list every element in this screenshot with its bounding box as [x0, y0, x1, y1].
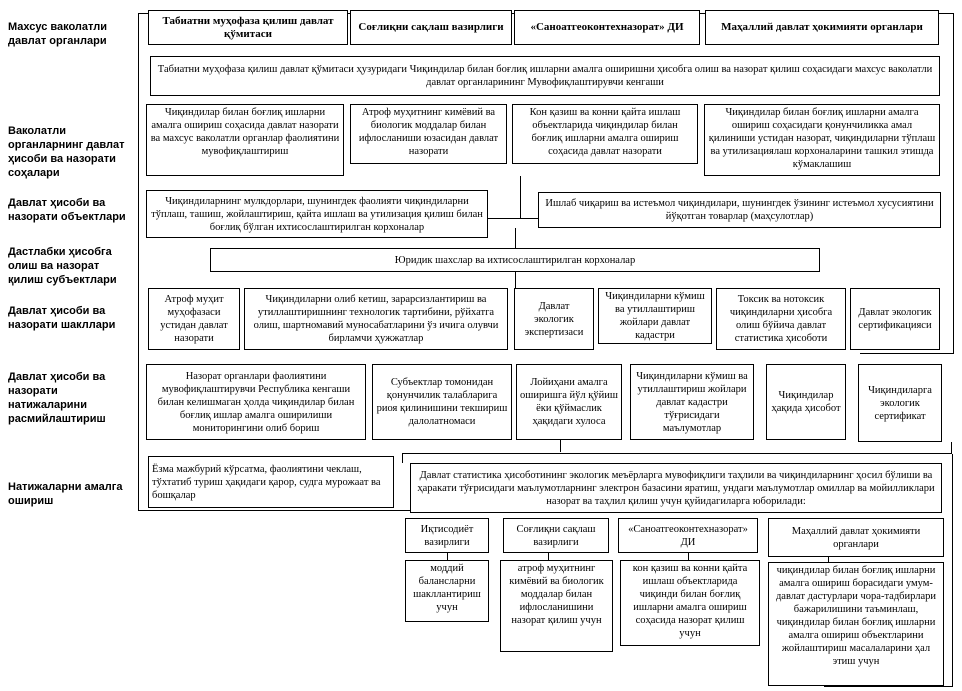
- coordinating-council-box: Табиатни муҳофаза қилиш давлат қўмитаси …: [150, 56, 940, 96]
- row-label-control-objects: Давлат ҳисоби ва назорати объектлари: [8, 197, 126, 223]
- form-box-waste-cadastre: Чиқиндиларни кўмиш ва утиллаштириш жойла…: [598, 288, 712, 344]
- row-label-results-implementation: Натижаларни амалга ошириш: [8, 481, 123, 507]
- purpose-box-pollution-control: атроф муҳитнинг кимёвий ва биологик модд…: [500, 560, 613, 652]
- connector-line: [951, 442, 952, 454]
- connector-line: [953, 13, 954, 353]
- row-label-control-forms: Давлат ҳисоби ва назорати шакллари: [8, 305, 116, 331]
- connector-line: [520, 176, 521, 218]
- recipient-box-health-ministry: Соғлиқни сақлаш вазирлиги: [503, 518, 609, 553]
- object-box-waste-owners: Чиқиндиларнинг мулкдорлари, шунингдек фа…: [146, 190, 488, 238]
- form-box-ecological-certification: Давлат экологик сертификацияси: [850, 288, 940, 350]
- sphere-box-coordination: Чиқиндилар билан боғлиқ ишларни амалга о…: [146, 104, 344, 176]
- row-label-special-agencies: Махсус ваколатли давлат органлари: [8, 21, 108, 47]
- connector-line: [860, 353, 954, 354]
- subjects-box: Юридик шахслар ва ихтисослаштирилган кор…: [210, 248, 820, 272]
- document-box-monitoring: Назорат органлари фаолиятини мувофиқлашт…: [146, 364, 366, 440]
- connector-line: [548, 553, 549, 560]
- enforcement-measures-box: Ёзма мажбурий кўрсатма, фаолиятини чекла…: [148, 456, 394, 508]
- connector-line: [138, 13, 139, 511]
- recipient-box-industry-inspection: «Саноатгеоконтехназорат» ДИ: [618, 518, 758, 553]
- document-box-inspection-act: Субъектлар томонидан қонунчилик талаблар…: [372, 364, 512, 440]
- sphere-box-chemical-pollution: Атроф муҳитнинг кимёвий ва биологик модд…: [350, 104, 507, 164]
- form-box-state-control: Атроф муҳит муҳофазаси устидан давлат на…: [148, 288, 240, 350]
- connector-line: [138, 510, 410, 511]
- form-box-ecological-expertise: Давлат экологик экспертизаси: [514, 288, 594, 350]
- sphere-box-mining-waste: Кон қазиш ва конни қайта ишлаш объектлар…: [512, 104, 698, 164]
- purpose-box-material-balances: моддий балансларни шакллантириш учун: [405, 560, 489, 622]
- recipient-box-economy-ministry: Иқтисодиёт вазирлиги: [405, 518, 489, 553]
- agency-box-health-ministry: Соғлиқни сақлаш вазирлиги: [350, 10, 512, 45]
- connector-line: [688, 553, 689, 560]
- row-label-subjects: Дастлабки ҳисобга олиш ва назорат қилиш …: [8, 246, 117, 286]
- connector-line: [824, 686, 953, 687]
- connector-line: [515, 272, 516, 288]
- document-box-waste-report: Чиқиндилар ҳақида ҳисобот: [766, 364, 846, 440]
- agency-box-local-government: Маҳаллий давлат ҳокимияти органлари: [705, 10, 939, 45]
- connector-line: [488, 218, 538, 219]
- connector-line: [402, 453, 952, 454]
- form-box-statistics-report: Токсик ва нотоксик чиқиндиларни ҳисобга …: [716, 288, 846, 350]
- agency-box-nature-committee: Табиатни муҳофаза қилиш давлат қўмитаси: [148, 10, 348, 45]
- document-box-waste-certificate: Чиқиндиларга экологик сертификат: [858, 364, 942, 442]
- agency-box-industry-inspection: «Саноатгеоконтехназорат» ДИ: [514, 10, 700, 45]
- connector-line: [952, 454, 953, 686]
- connector-line: [560, 440, 561, 452]
- document-box-cadastre-data: Чиқиндиларни кўмиш ва утиллаштириш жойла…: [630, 364, 754, 440]
- sphere-box-legislation-compliance: Чиқиндилар билан боғлиқ ишларни амалга о…: [704, 104, 940, 176]
- connector-line: [447, 553, 448, 560]
- connector-line: [402, 453, 403, 463]
- purpose-box-program-implementation: чиқиндилар билан боғлиқ ишларни амалга о…: [768, 562, 944, 686]
- connector-line: [515, 228, 516, 248]
- row-label-control-spheres: Ваколатли органларнинг давлат ҳисоби ва …: [8, 125, 125, 179]
- statistics-analysis-box: Давлат статистика ҳисоботининг экологик …: [410, 463, 942, 513]
- form-box-primary-documents: Чиқиндиларни олиб кетиш, зарарсизлантири…: [244, 288, 508, 350]
- document-box-project-conclusion: Лойиҳани амалга оширишга йўл қўйиш ёки қ…: [516, 364, 622, 440]
- connector-line: [828, 557, 829, 562]
- purpose-box-mining-control: кон қазиш ва конни қайта ишлаш объектлар…: [620, 560, 760, 646]
- recipient-box-local-government: Маҳаллий давлат ҳокимияти органлари: [768, 518, 944, 557]
- object-box-production-waste: Ишлаб чиқариш ва истеъмол чиқиндилари, ш…: [538, 192, 941, 228]
- row-label-results-formalization: Давлат ҳисоби ва назорати натижаларини р…: [8, 371, 106, 425]
